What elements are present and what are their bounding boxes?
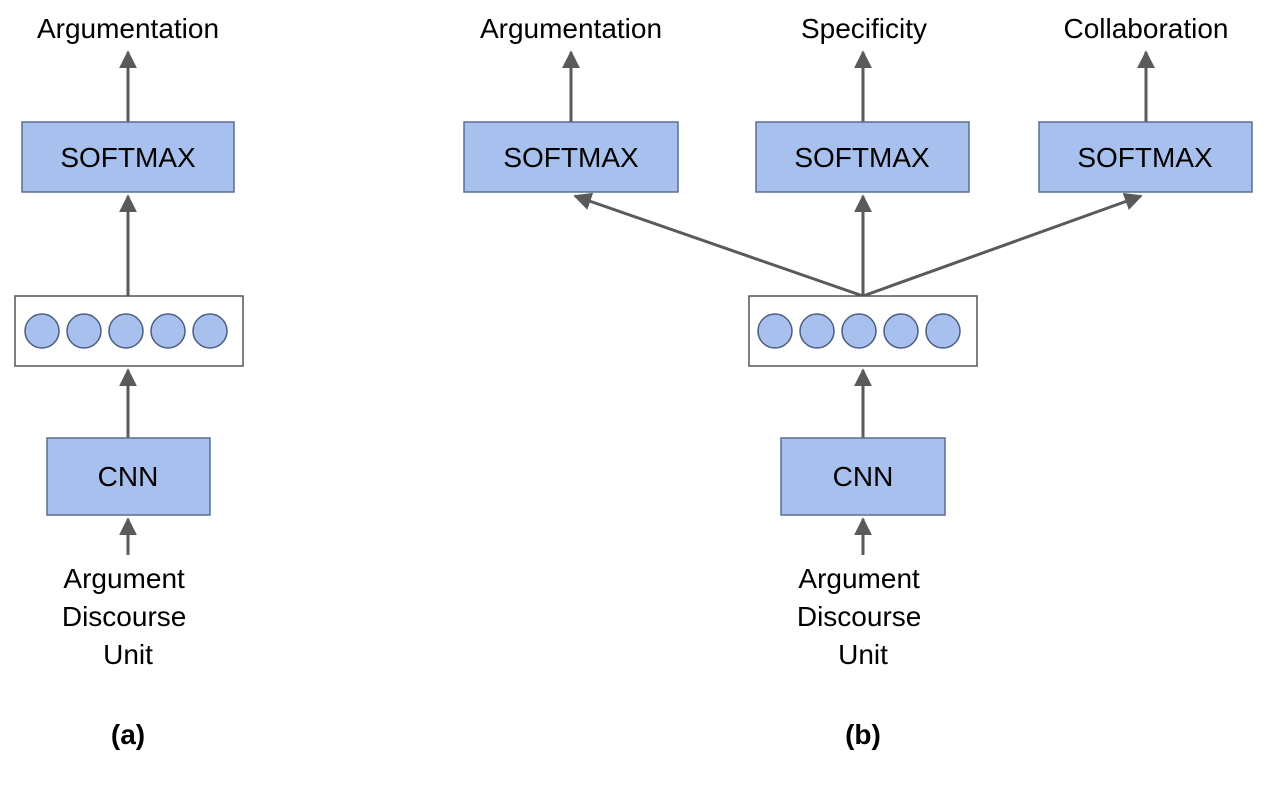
panel-b-node-2 (799, 313, 835, 349)
panel-a-output-label: Argumentation (37, 13, 219, 44)
panel-b-softmax-label-2: SOFTMAX (794, 142, 930, 173)
panel-b: Argumentation Specificity Collaboration … (463, 13, 1253, 750)
panel-a-vector-nodes (24, 313, 228, 349)
panel-a-input-line-3: Unit (103, 639, 153, 670)
panel-b-softmax-label-3: SOFTMAX (1077, 142, 1213, 173)
panel-a-cnn-label: CNN (98, 461, 159, 492)
panel-a-input-line-1: Argument (63, 563, 185, 594)
panel-a-node-2 (66, 313, 102, 349)
panel-a-caption: (a) (111, 719, 145, 750)
panel-b-input-line-3: Unit (838, 639, 888, 670)
panel-b-node-4 (883, 313, 919, 349)
panel-b-input-line-1: Argument (798, 563, 920, 594)
panel-b-vector-nodes (757, 313, 961, 349)
panel-b-input-line-2: Discourse (797, 601, 921, 632)
panel-a-softmax-box (21, 121, 235, 193)
panel-b-cnn-box (780, 437, 946, 516)
panel-a-node-4 (150, 313, 186, 349)
panel-a-softmax-label: SOFTMAX (60, 142, 196, 173)
panel-b-node-1 (757, 313, 793, 349)
panel-b-output-label-3: Collaboration (1064, 13, 1229, 44)
panel-a-input-label: Argument Discourse Unit (62, 563, 194, 670)
panel-b-softmax-box-2 (755, 121, 970, 193)
panel-b-caption: (b) (845, 719, 881, 750)
panel-b-arrow-vector-to-softmax-1 (573, 192, 864, 298)
panel-b-output-label-2: Specificity (801, 13, 927, 44)
panel-b-node-5 (925, 313, 961, 349)
panel-a-node-5 (192, 313, 228, 349)
panel-a-input-line-2: Discourse (62, 601, 186, 632)
panel-b-softmax-label-1: SOFTMAX (503, 142, 639, 173)
panel-a-node-3 (108, 313, 144, 349)
panel-b-input-label: Argument Discourse Unit (797, 563, 929, 670)
panel-b-softmax-box-1 (463, 121, 679, 193)
panel-b-output-label-1: Argumentation (480, 13, 662, 44)
panel-a-cnn-box (46, 437, 211, 516)
panel-b-cnn-label: CNN (833, 461, 894, 492)
panel-b-softmax-box-3 (1038, 121, 1253, 193)
panel-a: Argumentation SOFTMAX CNN Argument Disco… (14, 13, 244, 750)
panel-b-node-3 (841, 313, 877, 349)
panel-b-arrow-vector-to-softmax-3 (862, 193, 1143, 298)
panel-a-node-1 (24, 313, 60, 349)
